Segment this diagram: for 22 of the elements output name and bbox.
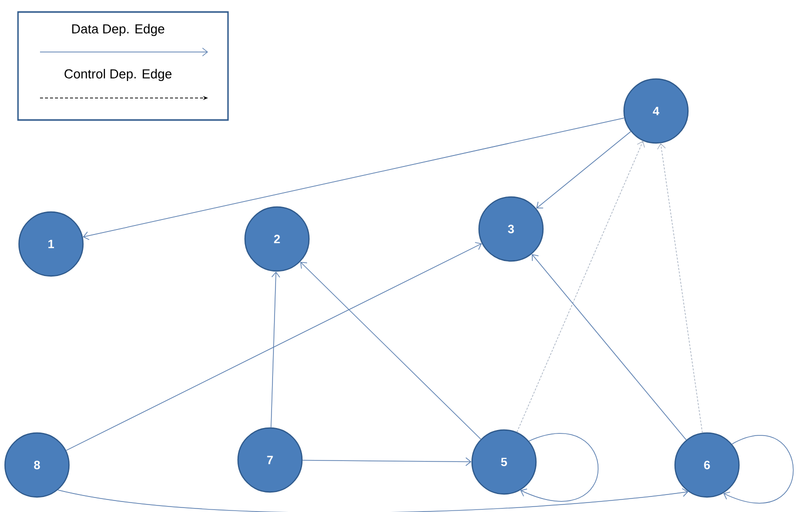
graph-node: 8	[4, 432, 70, 498]
arrow	[270, 272, 280, 428]
arrow	[516, 140, 645, 432]
arrow	[536, 131, 632, 208]
arrow	[300, 262, 482, 440]
graph-node: 1	[18, 211, 84, 277]
graph-node: 2	[244, 206, 310, 272]
arrow	[302, 457, 472, 466]
arrow	[58, 488, 688, 512]
arrow	[520, 434, 599, 502]
graph-node: 6	[674, 432, 740, 498]
arrow	[657, 143, 703, 434]
graph-node: 5	[471, 429, 537, 495]
graph-node: 3	[478, 196, 544, 262]
graph-node: 4	[623, 78, 689, 144]
graph-node: 7	[237, 427, 303, 493]
legend-text: Data Dep. Edge	[72, 24, 164, 36]
arrow	[66, 242, 482, 451]
arrow	[723, 435, 794, 504]
arrow	[82, 118, 625, 240]
legend-text: Control Dep. Edge	[64, 68, 172, 82]
arrow	[532, 254, 687, 440]
